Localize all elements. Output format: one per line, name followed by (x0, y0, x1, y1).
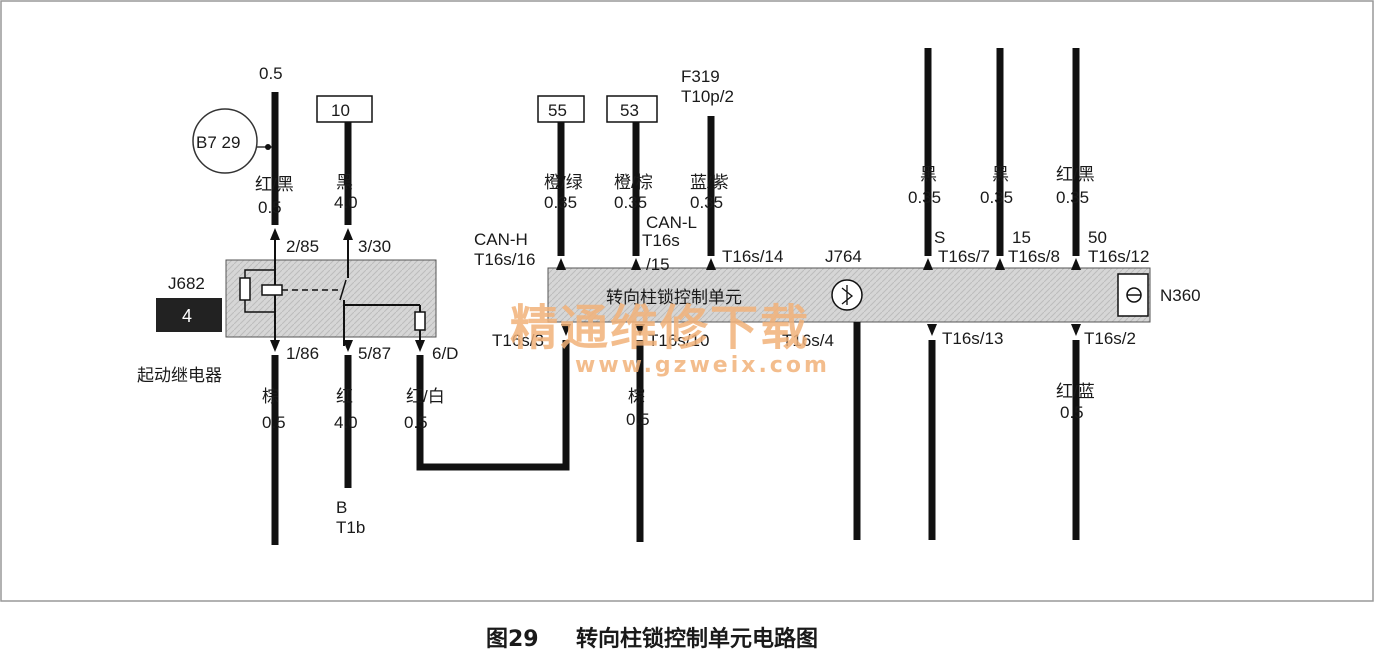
b1-pin: T16s/3 (492, 331, 544, 350)
arrow-t16s-10 (635, 324, 645, 336)
arrow-t16s-3 (561, 324, 571, 336)
b4-pin: T16s/13 (942, 329, 1003, 348)
arrow-can-h (556, 258, 566, 270)
ground-point-circle (192, 108, 258, 174)
arrow-t16s-14 (706, 258, 716, 270)
relay-coil-left (239, 277, 251, 301)
w1-bot-pin: 1/86 (286, 344, 319, 363)
fuse-53-box (606, 95, 658, 123)
relay-badge-text: 4 (182, 306, 192, 326)
w6-size: 0.35 (690, 193, 723, 212)
b2-size: 0.5 (626, 410, 650, 429)
w1-bot-size: 0.5 (262, 413, 286, 432)
fuse-55-label: 55 (548, 101, 567, 120)
w3-color: 红/白 (406, 387, 445, 406)
relay-name: 起动继电器 (137, 366, 222, 385)
relay-j682-box (225, 259, 437, 338)
fuse-53-label: 53 (620, 101, 639, 120)
w2-bot-pin: 5/87 (358, 344, 391, 363)
w8-color: 黑 (992, 165, 1009, 184)
fuse-55-box (537, 95, 585, 123)
b2-pin: T16s/10 (648, 331, 709, 350)
arrow-1-86 (270, 340, 280, 352)
b2-color: 棕 (628, 387, 645, 406)
w7-color: 黑 (920, 165, 937, 184)
w2-top-pin: 3/30 (358, 237, 391, 256)
relay-id: J682 (168, 274, 205, 293)
ground-point-label: B7 29 (196, 133, 240, 152)
relay-diode (414, 311, 426, 331)
wire-junction-dot (265, 144, 271, 150)
w1-bot-color: 棕 (262, 387, 279, 406)
w8-pin: T16s/8 (1008, 247, 1060, 266)
w9-color: 红/黑 (1056, 165, 1095, 184)
w1-top-pin: 2/85 (286, 237, 319, 256)
arrow-t16s-8 (995, 258, 1005, 270)
b3-pin: T16s/4 (782, 331, 834, 350)
sensor-n360-label: N360 (1160, 286, 1201, 305)
w3-pin: 6/D (432, 344, 458, 363)
caption-number: 图29 (486, 627, 539, 652)
w3-size: 0.5 (404, 413, 428, 432)
caption-title: 转向柱锁控制单元电路图 (576, 626, 818, 652)
w4-size: 0.35 (544, 193, 577, 212)
w9-size: 0.35 (1056, 188, 1089, 207)
w2-end-2: T1b (336, 518, 365, 537)
w4-name: CAN-H (474, 230, 528, 249)
relay-badge (156, 298, 222, 332)
w8-name: 15 (1012, 228, 1031, 247)
arrow-t16s-13 (927, 324, 937, 336)
control-unit-id: J764 (825, 247, 862, 266)
relay-switch-contact (339, 279, 347, 301)
w7-pin: T16s/7 (938, 247, 990, 266)
w6-pin: T16s/14 (722, 247, 783, 266)
w2-end-1: B (336, 498, 347, 517)
w2-bot-color: 红 (336, 387, 353, 406)
w4-pin: T16s/16 (474, 250, 535, 269)
w5-pin1: T16s (642, 231, 680, 250)
w2-bot-size: 4.0 (334, 413, 358, 432)
arrow-6-d (415, 340, 425, 352)
arrow-t16s-7 (923, 258, 933, 270)
wire-6-d-route (416, 340, 570, 471)
arrow-3-30 (343, 228, 353, 240)
b5-pin: T16s/2 (1084, 329, 1136, 348)
arrow-5-87 (343, 340, 353, 352)
relay-top-size: 0.5 (259, 64, 283, 83)
w9-pin: T16s/12 (1088, 247, 1149, 266)
w7-name: S (934, 228, 945, 247)
arrow-2-85 (270, 228, 280, 240)
w5-pin2: /15 (646, 255, 670, 274)
b5-size: 0.5 (1060, 403, 1084, 422)
control-unit-label: 转向柱锁控制单元 (606, 288, 742, 307)
w8-size: 0.35 (980, 188, 1013, 207)
arrow-t16s-12 (1071, 258, 1081, 270)
w4-color: 橙/绿 (544, 173, 583, 192)
w2-top-color: 黑 (336, 173, 353, 192)
watermark-url: www.gzweix.com (575, 353, 830, 378)
w5-size: 0.35 (614, 193, 647, 212)
arrow-t16s-2 (1071, 324, 1081, 336)
b5-color: 红/蓝 (1056, 382, 1095, 401)
w1-top-color: 红/黑 (255, 175, 294, 194)
relay-coil-wiring (244, 269, 275, 313)
w5-color: 橙/棕 (614, 173, 653, 192)
relay-coil (261, 284, 283, 296)
w7-size: 0.35 (908, 188, 941, 207)
f319-line1: F319 (681, 67, 720, 86)
watermark-title: 精通维修下载 (510, 300, 810, 356)
w5-name: CAN-L (646, 213, 697, 232)
w6-color: 蓝/紫 (690, 173, 729, 192)
arrow-can-l (631, 258, 641, 270)
fuse-10-box (316, 95, 373, 123)
w1-top-size: 0.5 (258, 198, 282, 217)
w2-top-size: 4.0 (334, 193, 358, 212)
f319-line2: T10p/2 (681, 87, 734, 106)
control-unit-symbol-glyph (841, 285, 854, 305)
w9-name: 50 (1088, 228, 1107, 247)
fuse-10-label: 10 (331, 101, 350, 120)
